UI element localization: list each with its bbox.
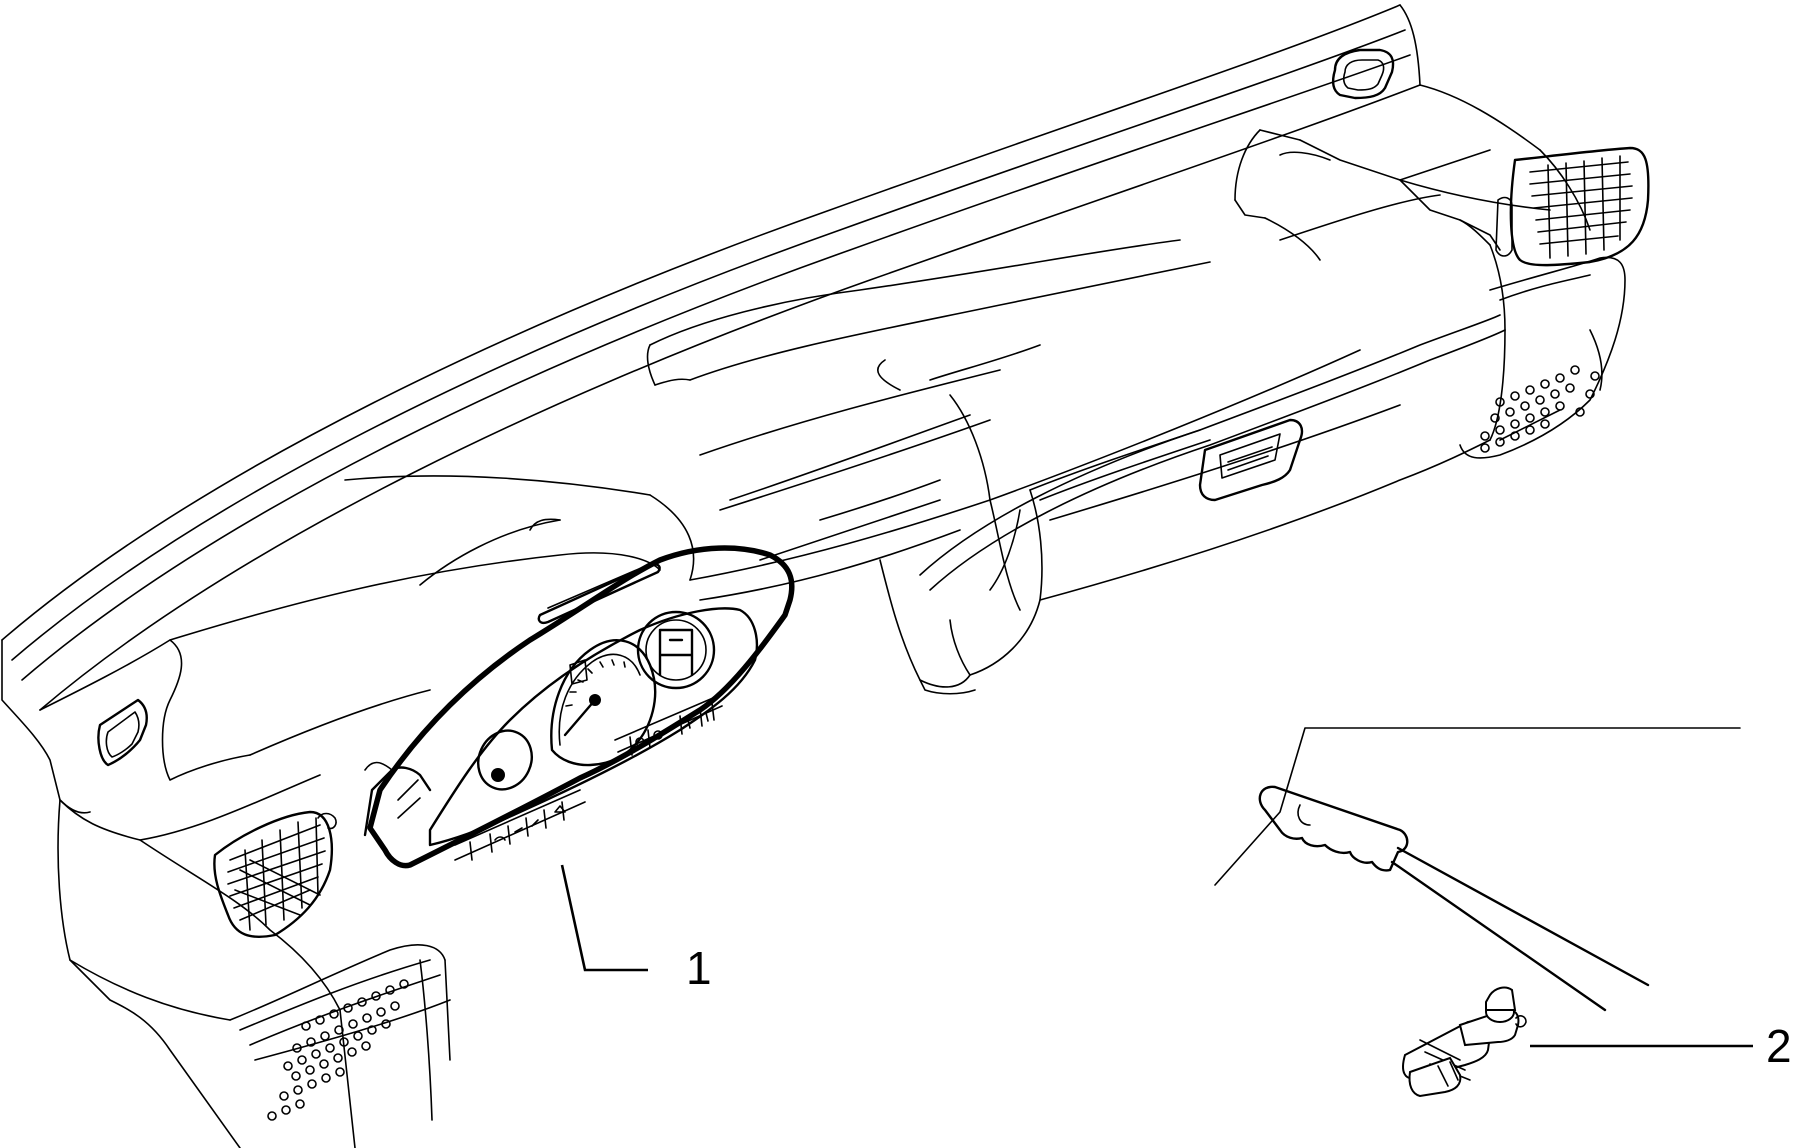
instrument-cluster	[363, 545, 795, 869]
handbrake-lever	[1214, 727, 1741, 1012]
handbrake-switch	[1402, 986, 1527, 1098]
right-speaker-grille	[1480, 365, 1600, 453]
callout-2-label: 2	[1766, 1020, 1792, 1072]
right-vent-grille	[1529, 155, 1633, 259]
left-vent-grille	[227, 817, 326, 931]
callout-leaders	[560, 864, 1753, 1048]
left-speaker-grille	[267, 979, 409, 1121]
dashboard-panel	[1, 4, 1650, 1148]
callout-1-label: 1	[686, 942, 712, 994]
